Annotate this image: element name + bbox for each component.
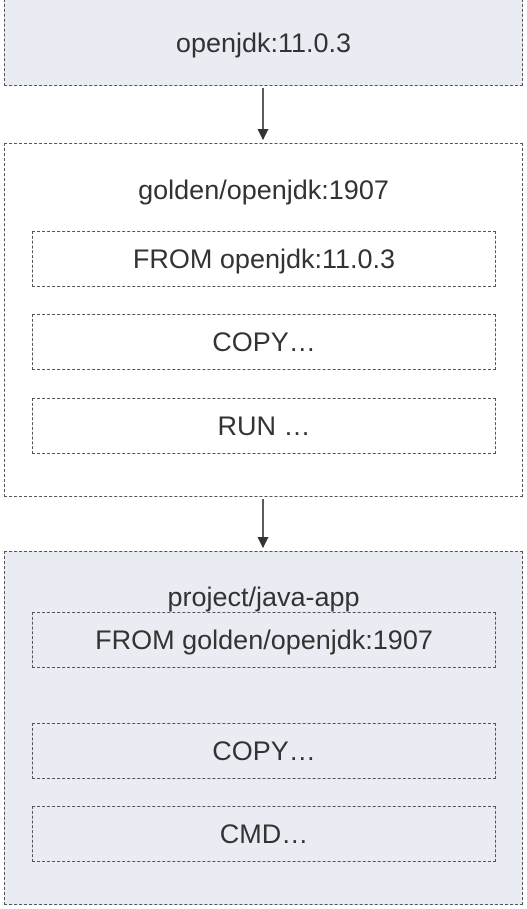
golden-instruction-copy: COPY… — [32, 314, 496, 370]
golden-instruction-run: RUN … — [32, 398, 496, 454]
app-image-container: project/java-app — [4, 551, 523, 905]
app-instruction-copy: COPY… — [32, 723, 496, 779]
golden-instruction-from: FROM openjdk:11.0.3 — [32, 231, 496, 287]
golden-image-title: golden/openjdk:1907 — [138, 175, 389, 205]
golden-image-container: golden/openjdk:1907 — [4, 143, 523, 497]
app-image-title: project/java-app — [167, 582, 360, 612]
app-instruction-from: FROM golden/openjdk:1907 — [32, 612, 496, 668]
base-image-box: openjdk:11.0.3 — [4, 0, 523, 86]
app-instruction-cmd: CMD… — [32, 806, 496, 862]
base-image-label: openjdk:11.0.3 — [175, 27, 352, 58]
